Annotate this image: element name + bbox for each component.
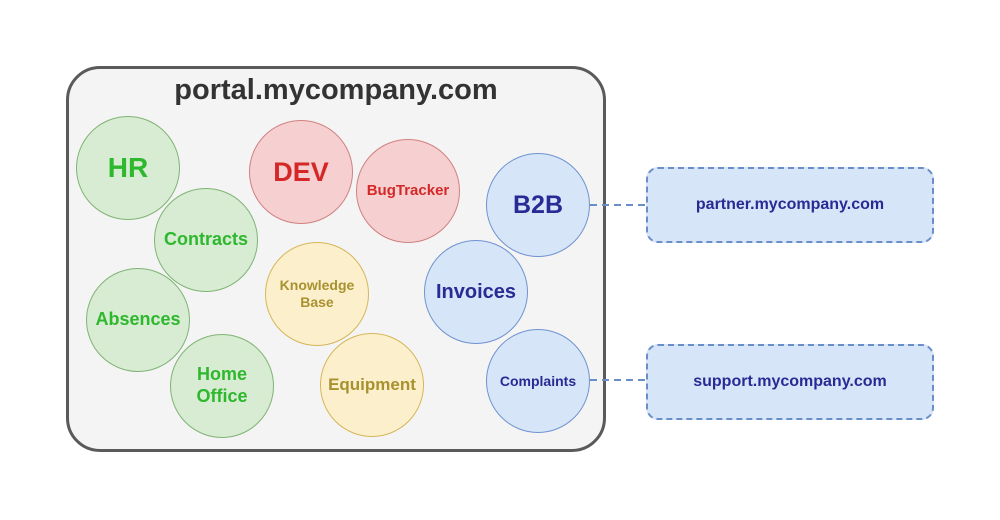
complaints-bubble: Complaints — [486, 329, 590, 433]
invoices-bubble: Invoices — [424, 240, 528, 344]
bugtracker-bubble: BugTracker — [356, 139, 460, 243]
hr-bubble: HR — [76, 116, 180, 220]
absences-bubble: Absences — [86, 268, 190, 372]
knowledge-base-bubble: Knowledge Base — [265, 242, 369, 346]
b2b-bubble: B2B — [486, 153, 590, 257]
dev-bubble: DEV — [249, 120, 353, 224]
partner-domain-box: partner.mycompany.com — [646, 167, 934, 243]
contracts-bubble: Contracts — [154, 188, 258, 292]
home-office-bubble: Home Office — [170, 334, 274, 438]
equipment-bubble: Equipment — [320, 333, 424, 437]
portal-title: portal.mycompany.com — [174, 74, 498, 106]
support-domain-box: support.mycompany.com — [646, 344, 934, 420]
